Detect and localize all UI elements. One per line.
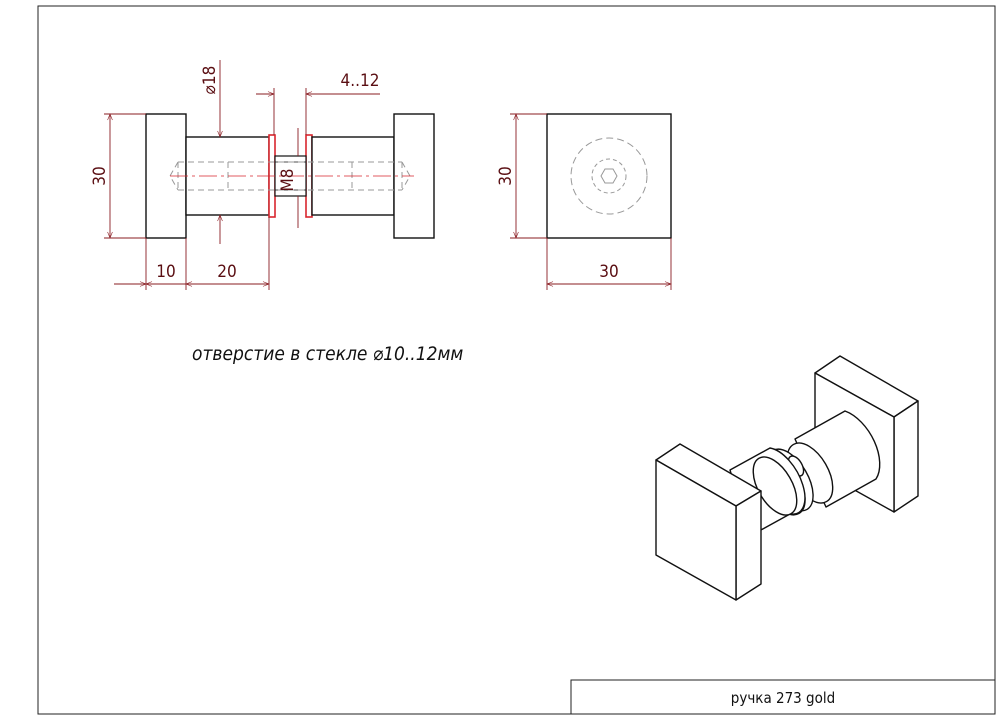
side-hidden-circle-outer	[570, 137, 648, 215]
iso-front-knob-front	[655, 459, 737, 601]
dim-height-front	[104, 113, 146, 239]
dim-thread-text: M8	[278, 169, 298, 192]
dim-bottom-chain	[114, 217, 270, 290]
dim-width-side	[546, 238, 672, 290]
dim-glass-thickness	[256, 88, 380, 135]
iso-back-knob-side	[893, 400, 919, 513]
dim-height-front-text: 30	[90, 166, 110, 185]
title-block-name: ручка 273 gold	[731, 689, 835, 707]
title-block	[570, 679, 996, 715]
dim-height-side	[510, 113, 547, 239]
dim-shaft-diameter-text: ⌀18	[200, 66, 220, 95]
side-view: 30 30	[496, 113, 672, 290]
dim-knob-depth-text: 10	[156, 262, 175, 282]
glass-hole-note: отверстие в стекле ⌀10..12мм	[192, 343, 463, 365]
side-hidden-circle-inner	[591, 158, 627, 194]
side-hex-socket	[600, 168, 618, 184]
side-square	[546, 113, 672, 239]
dim-height-side-text: 30	[496, 166, 516, 185]
iso-front-knob-side	[735, 490, 762, 601]
sheet-frame	[37, 5, 996, 715]
dim-shaft-length-text: 20	[217, 262, 236, 282]
isometric-view	[655, 355, 919, 601]
dim-width-side-text: 30	[599, 262, 618, 282]
front-view: 30 ⌀18 4..12 M8 10	[90, 60, 435, 290]
dim-glass-thickness-text: 4..12	[341, 71, 380, 91]
